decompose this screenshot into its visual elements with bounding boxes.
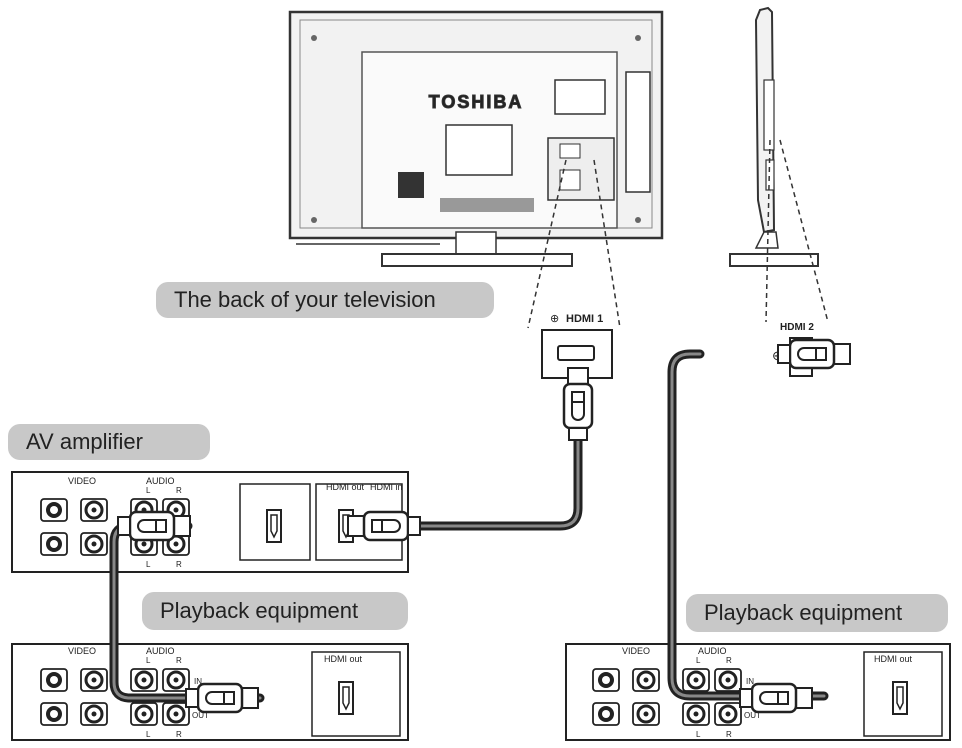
amp-audio-r-top: R [176,486,182,495]
hdmi2-label: HDMI 2 [780,322,814,333]
plug-playback-right [738,682,814,714]
playback-right-text: Playback equipment [704,600,903,625]
pl-hdmi-out-label: HDMI out [324,654,363,664]
amp-hdmi-out-label: HDMI out [326,482,365,492]
pr-hdmi-out-socket [892,681,908,715]
plug-amp-out [116,510,192,542]
pr-audio-l-top: L [696,656,701,665]
tv-back-text: The back of your television [174,287,436,312]
playback-left-callout: Playback equipment [142,592,408,630]
pl-audio-label: AUDIO [146,646,175,656]
pr-video-label: VIDEO [622,646,650,656]
pr-audio-l-bottom: L [696,730,701,739]
pl-hdmi-out-socket [338,681,354,715]
pl-video-label: VIDEO [68,646,96,656]
av-amplifier-text: AV amplifier [26,429,143,454]
playback-right-callout: Playback equipment [686,594,948,632]
pl-audio-l-bottom: L [146,730,151,739]
pr-in-label: IN [746,677,754,686]
guide-lines [527,139,829,329]
plug-tv-hdmi1 [562,366,594,442]
tv-back-callout: The back of your television [156,282,494,318]
playback-left-text: Playback equipment [160,598,359,623]
tv-brand-label: TOSHIBA [429,92,524,112]
pr-hdmi-out-label: HDMI out [874,654,913,664]
amp-hdmi-in-socket [266,509,282,543]
pr-out-label: OUT [744,711,761,720]
av-amplifier-callout: AV amplifier [8,424,210,460]
amp-audio-l-top: L [146,486,151,495]
hdmi1-label: HDMI 1 [566,313,603,325]
amp-video-label: VIDEO [68,476,96,486]
pr-audio-r-top: R [726,656,732,665]
plug-amp-in [346,510,422,542]
amp-audio-l-bottom: L [146,560,151,569]
pl-audio-r-top: R [176,656,182,665]
pr-audio-label: AUDIO [698,646,727,656]
cable-amp-to-tv [415,435,583,531]
pr-audio-r-bottom: R [726,730,732,739]
amp-audio-label: AUDIO [146,476,175,486]
television-back: TOSHIBA [288,10,664,267]
amp-hdmi-in-label: HDMI in [370,482,403,492]
television-side [729,6,819,267]
pl-in-label: IN [194,677,202,686]
pl-audio-r-bottom: R [176,730,182,739]
pl-out-label: OUT [192,711,209,720]
pl-audio-l-top: L [146,656,151,665]
plug-playback-left [184,682,260,714]
hdmi1-input-icon: ⊕ [550,313,559,325]
plug-tv-hdmi2 [776,338,852,370]
amp-audio-r-bottom: R [176,560,182,569]
